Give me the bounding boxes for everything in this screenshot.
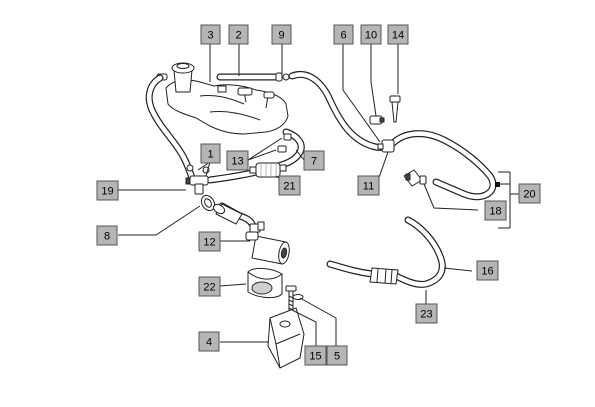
callout-16: 16 <box>476 260 499 281</box>
elbow-fitting-18 <box>403 169 427 187</box>
callout-9: 9 <box>271 24 292 45</box>
fuel-filter <box>249 162 287 178</box>
svg-text:10: 10 <box>365 30 377 42</box>
svg-text:14: 14 <box>392 30 404 42</box>
callout-13: 13 <box>226 150 249 171</box>
svg-text:15: 15 <box>309 351 321 363</box>
fuel-hose-7 <box>274 128 305 170</box>
t-fitting <box>185 164 210 195</box>
svg-text:19: 19 <box>101 186 113 198</box>
callout-18: 18 <box>484 200 507 221</box>
svg-text:3: 3 <box>207 30 213 42</box>
fuel-tank <box>165 79 289 135</box>
callout-20: 20 <box>518 183 541 204</box>
svg-text:9: 9 <box>278 30 284 42</box>
y-connector-11 <box>377 139 395 153</box>
svg-text:18: 18 <box>489 206 501 218</box>
hose-end-marker-20 <box>495 182 500 187</box>
svg-text:11: 11 <box>363 181 374 193</box>
svg-text:6: 6 <box>340 30 346 42</box>
callout-10: 10 <box>360 24 382 45</box>
svg-text:22: 22 <box>203 282 215 294</box>
svg-text:2: 2 <box>235 30 241 42</box>
svg-text:13: 13 <box>231 156 243 168</box>
svg-text:4: 4 <box>206 337 212 349</box>
callout-8: 8 <box>96 225 118 246</box>
vent-hose-20-upper <box>388 130 497 201</box>
rubber-sleeve <box>212 203 243 225</box>
fuel-hose-filter-out <box>206 168 260 184</box>
callout-3: 3 <box>200 24 221 45</box>
callout-5: 5 <box>326 345 348 366</box>
callout-2: 2 <box>228 24 249 45</box>
callout-11: 11 <box>357 175 380 196</box>
callout-22: 22 <box>198 276 221 297</box>
hose-clamp-13 <box>277 133 292 153</box>
svg-text:12: 12 <box>203 237 215 249</box>
callout-7: 7 <box>303 150 325 171</box>
callout-19: 19 <box>96 180 119 201</box>
screw-14 <box>389 95 401 123</box>
pump-bracket-4 <box>267 307 305 369</box>
hose-23 <box>326 260 399 285</box>
callout-15: 15 <box>304 345 327 366</box>
callout-23: 23 <box>415 303 438 324</box>
svg-text:16: 16 <box>481 266 493 278</box>
callout-1: 1 <box>200 143 221 164</box>
callout-6: 6 <box>333 24 354 45</box>
svg-text:21: 21 <box>283 181 295 193</box>
svg-text:5: 5 <box>334 351 340 363</box>
svg-text:8: 8 <box>104 231 110 243</box>
svg-text:20: 20 <box>523 189 535 201</box>
callout-14: 14 <box>387 24 409 45</box>
callout-21: 21 <box>278 175 301 196</box>
hose-16 <box>392 216 446 288</box>
clip-10 <box>369 115 385 125</box>
callout-12: 12 <box>198 231 221 252</box>
svg-text:1: 1 <box>207 149 213 161</box>
tank-filler-neck <box>171 62 195 93</box>
svg-text:7: 7 <box>311 156 317 168</box>
svg-text:23: 23 <box>420 309 432 321</box>
fuel-pump-12 <box>245 221 290 265</box>
callout-4: 4 <box>198 331 220 352</box>
sealing-ring-8 <box>200 194 216 212</box>
straight-hose-2 <box>216 72 290 82</box>
pump-rubber-mount-22 <box>247 267 283 299</box>
